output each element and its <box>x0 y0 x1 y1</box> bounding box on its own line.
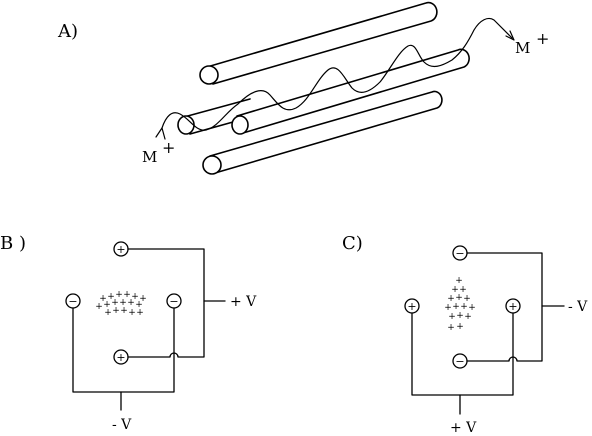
b-electrode-bottom-sign: + <box>116 351 125 364</box>
svg-text:+: + <box>464 312 472 322</box>
svg-text:+: + <box>459 285 467 295</box>
b-wire-positive <box>127 248 205 358</box>
svg-text:+: + <box>460 302 468 312</box>
svg-text:+: + <box>451 285 459 295</box>
svg-text:+: + <box>95 302 103 312</box>
svg-text:+: + <box>136 308 144 318</box>
svg-text:+: + <box>111 298 119 308</box>
ion-in-arrowhead <box>155 127 166 140</box>
panel-c <box>404 245 565 415</box>
svg-text:+: + <box>107 292 115 302</box>
c-electrode-top-sign: − <box>455 247 464 260</box>
svg-text:+: + <box>127 298 135 308</box>
b-wire-negative <box>72 307 175 393</box>
c-electrode-bottom-sign: − <box>455 355 464 368</box>
svg-text:+: + <box>99 294 107 304</box>
panel-a-label: A) <box>57 21 78 42</box>
svg-text:+: + <box>115 290 123 300</box>
ion-trajectory <box>161 17 513 131</box>
b-electrode-right-sign: − <box>169 295 178 308</box>
svg-text:+: + <box>447 294 455 304</box>
rod-top <box>199 1 438 85</box>
svg-text:+: + <box>455 293 463 303</box>
svg-text:+: + <box>120 306 128 316</box>
svg-text:+: + <box>103 300 111 310</box>
b-ion-cloud: + + + + + + + + + + + + + + + + + <box>95 290 147 318</box>
svg-text:+: + <box>448 312 456 322</box>
ion-out-charge: + <box>536 29 549 48</box>
svg-text:+: + <box>456 322 464 332</box>
c-wire-positive <box>411 312 514 396</box>
rod-bottom <box>202 90 443 175</box>
svg-text:+: + <box>455 276 463 286</box>
svg-text:+: + <box>468 303 476 313</box>
svg-text:+: + <box>444 303 452 313</box>
b-side-voltage: + V <box>230 294 257 310</box>
svg-text:+: + <box>452 302 460 312</box>
rod-right <box>231 48 470 135</box>
svg-text:+: + <box>123 290 131 300</box>
c-side-voltage: - V <box>568 299 588 315</box>
ion-in-charge: + <box>162 138 175 157</box>
svg-text:+: + <box>463 294 471 304</box>
ion-out-label: M <box>515 39 530 57</box>
svg-text:+: + <box>456 311 464 321</box>
c-ion-cloud: + + + + + + + + + + + + + + + <box>444 276 476 333</box>
panel-c-label: C) <box>342 233 363 254</box>
svg-text:+: + <box>135 300 143 310</box>
panel-b <box>65 241 226 411</box>
rod-upper-left <box>177 98 251 135</box>
svg-text:+: + <box>139 294 147 304</box>
c-bottom-voltage: + V <box>450 420 477 436</box>
b-bottom-voltage: - V <box>112 417 132 433</box>
c-electrode-left-sign: + <box>407 300 416 313</box>
panel-a <box>155 1 515 175</box>
c-electrode-right-sign: + <box>508 300 517 313</box>
b-electrode-left-sign: − <box>68 295 77 308</box>
c-wire-negative <box>466 252 543 362</box>
panel-b-label: B ) <box>0 233 26 254</box>
svg-text:+: + <box>119 298 127 308</box>
svg-text:+: + <box>112 306 120 316</box>
svg-text:+: + <box>447 323 455 333</box>
b-electrode-top-sign: + <box>116 243 125 256</box>
svg-text:+: + <box>131 292 139 302</box>
svg-text:+: + <box>128 308 136 318</box>
svg-text:+: + <box>104 308 112 318</box>
ion-in-label: M <box>142 148 157 166</box>
ion-out-arrowhead <box>505 30 515 41</box>
